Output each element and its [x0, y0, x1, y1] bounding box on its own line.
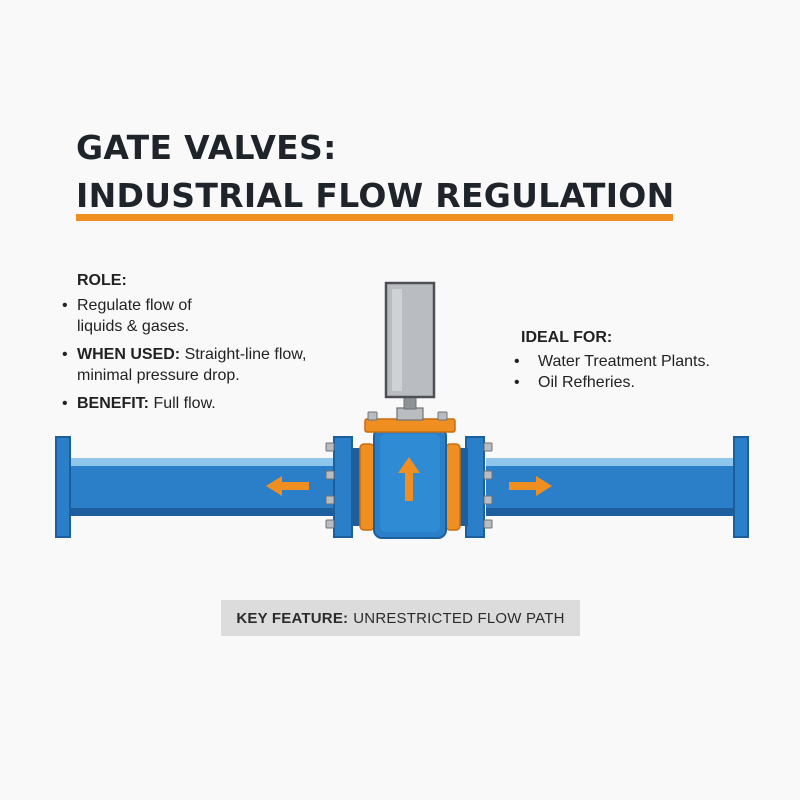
role-item-text: Straight-line flow, minimal pressure dro…: [77, 346, 307, 384]
ideal-for-item-text: Oil Refheries.: [538, 374, 635, 391]
ideal-for-item-text: Water Treatment Plants.: [538, 353, 710, 370]
right-valve-flange: [460, 436, 493, 538]
ideal-for-item: Oil Refheries.: [512, 372, 772, 393]
right-end-flange: [733, 436, 749, 538]
left-end-flange: [55, 436, 71, 538]
title-line-2: INDUSTRIAL FLOW REGULATION: [76, 176, 675, 215]
key-feature-label: KEY FEATURE:: [236, 609, 349, 627]
ideal-for-heading: IDEAL FOR:: [521, 329, 613, 346]
left-valve-flange: [325, 436, 360, 538]
ideal-for-item: Water Treatment Plants.: [512, 351, 772, 372]
role-list: Regulate flow of liquids & gases. WHEN U…: [60, 295, 360, 414]
valve-bonnet: [364, 411, 456, 433]
key-feature-text: UNRESTRICTED FLOW PATH: [353, 609, 565, 627]
role-item: BENEFIT: Full flow.: [60, 393, 360, 414]
role-item: Regulate flow of liquids & gases.: [60, 295, 227, 337]
role-panel: ROLE: Regulate flow of liquids & gases. …: [60, 270, 360, 421]
ideal-for-panel: IDEAL FOR: Water Treatment Plants. Oil R…: [512, 327, 772, 393]
role-item: WHEN USED: Straight-line flow, minimal p…: [60, 344, 347, 386]
role-item-label: BENEFIT:: [77, 395, 149, 412]
role-item-text: Full flow.: [153, 395, 216, 412]
actuator: [384, 281, 436, 399]
role-item-label: WHEN USED:: [77, 346, 181, 363]
valve-stem: [396, 395, 424, 421]
ideal-for-list: Water Treatment Plants. Oil Refheries.: [512, 351, 772, 393]
key-feature-banner: KEY FEATURE: UNRESTRICTED FLOW PATH: [221, 600, 580, 636]
title-underline: [76, 214, 673, 221]
title-line-1: GATE VALVES:: [76, 128, 337, 167]
left-gasket: [359, 443, 375, 531]
role-heading: ROLE:: [77, 272, 127, 289]
arrow-left-icon: [266, 476, 309, 496]
page-title: GATE VALVES: INDUSTRIAL FLOW REGULATION: [76, 124, 675, 220]
right-gasket: [445, 443, 461, 531]
arrow-right-icon: [509, 476, 552, 496]
arrow-up-icon: [398, 457, 420, 501]
role-item-text: Regulate flow of liquids & gases.: [77, 297, 192, 335]
